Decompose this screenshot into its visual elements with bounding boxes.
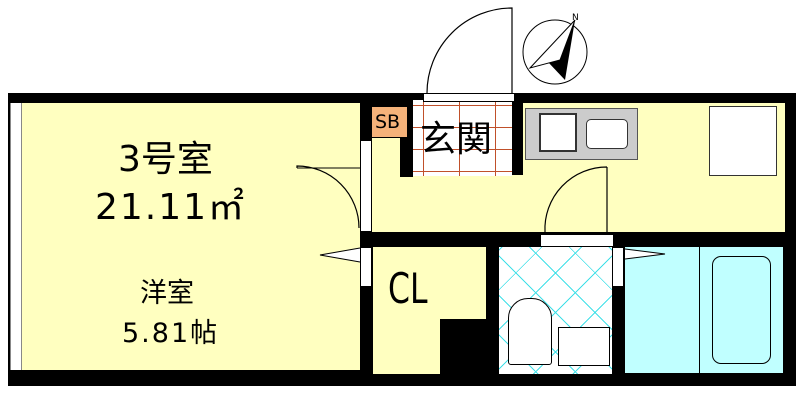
- western-room-size: 5.81帖: [122, 318, 220, 349]
- closet: [373, 318, 440, 374]
- room-door-swing: [296, 165, 360, 229]
- inner-door-swing: [544, 166, 608, 233]
- sliding-door-icon: [624, 248, 666, 260]
- bath-divider: [699, 247, 700, 373]
- toilet-icon: [508, 298, 552, 365]
- closet: [373, 247, 486, 319]
- entrance-door-swing: [426, 7, 513, 94]
- western-room-label: 洋室: [140, 278, 194, 309]
- bathroom: [625, 247, 783, 373]
- compass-icon: N: [522, 13, 588, 85]
- bathtub-icon: [712, 256, 771, 364]
- sliding-door-icon: [319, 247, 361, 263]
- door-opening: [360, 140, 372, 232]
- wall: [512, 100, 523, 175]
- closet-label: CL: [388, 264, 428, 313]
- washer-pan: [709, 106, 777, 176]
- entrance: [413, 100, 512, 176]
- bath-door: [612, 247, 624, 287]
- western-room: [22, 103, 360, 370]
- shoe-box: SB: [372, 107, 407, 137]
- window: [10, 103, 22, 370]
- unit-name: 3号室: [118, 139, 213, 180]
- shoe-box-label: SB: [375, 111, 401, 133]
- door-opening: [540, 234, 614, 247]
- entrance-door-opening: [423, 93, 515, 102]
- svg-text:N: N: [572, 13, 579, 23]
- sink-icon: [586, 119, 628, 149]
- closet-door: [360, 247, 372, 287]
- stove-icon: [539, 113, 577, 152]
- wall: [400, 135, 413, 177]
- entrance-label: 玄関: [420, 119, 493, 160]
- washbasin-icon: [558, 327, 610, 366]
- unit-area: 21.11㎡: [95, 187, 247, 228]
